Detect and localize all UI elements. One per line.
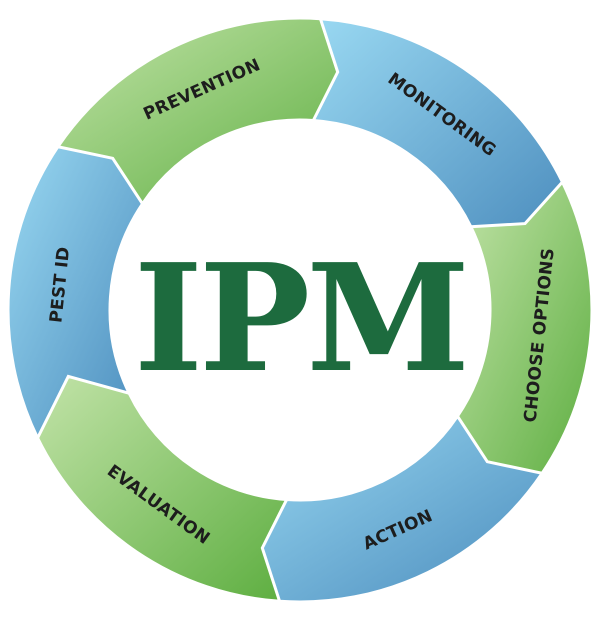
cycle-segments [6,16,594,604]
cycle-segment-choose-options [455,179,594,479]
cycle-segment-evaluation [35,374,290,603]
cycle-segment-monitoring [310,17,565,246]
center-title: IPM [134,231,466,405]
